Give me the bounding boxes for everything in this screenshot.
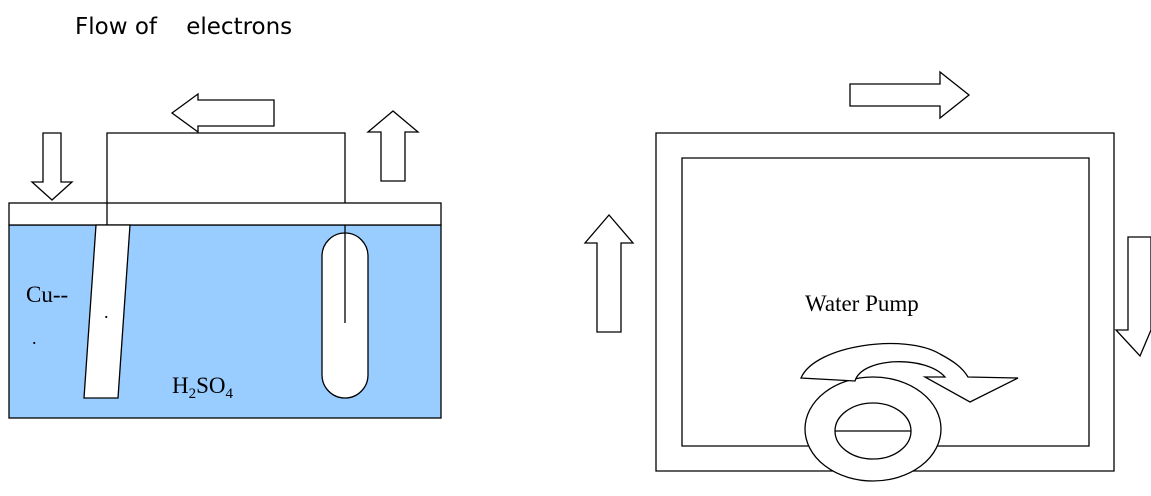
copper-dot-2: . (32, 328, 37, 348)
arrow-up-left-icon (583, 214, 635, 333)
electrolyte-liquid (8, 224, 442, 419)
copper-label: Cu-- (26, 282, 68, 307)
external-wire (106, 132, 346, 203)
arrow-left-icon (170, 92, 275, 134)
copper-dot: . (104, 302, 109, 322)
copper-electrode (83, 224, 131, 399)
cell-lid (8, 202, 442, 226)
formula-sub-4: 4 (226, 386, 234, 402)
curved-rotation-arrow-icon (800, 342, 1019, 403)
formula-sub-2: 2 (189, 386, 197, 402)
arrow-right-icon (849, 70, 971, 120)
arrow-up-icon (366, 110, 420, 182)
pipe-loop (655, 132, 1115, 472)
water-pump-label: Water Pump (805, 291, 919, 316)
formula-h: H (172, 373, 189, 398)
water-pump-circuit: Water Pump (583, 70, 1151, 482)
formula-so: SO (196, 373, 225, 398)
diagram-title: Flow of electrons (75, 14, 293, 40)
arrow-down-icon (30, 132, 74, 201)
electrochemical-cell: Cu-- . . H2SO4 (8, 92, 442, 419)
electrolyte-formula: H2SO4 (172, 373, 234, 402)
arrow-down-right-icon (1114, 236, 1151, 358)
